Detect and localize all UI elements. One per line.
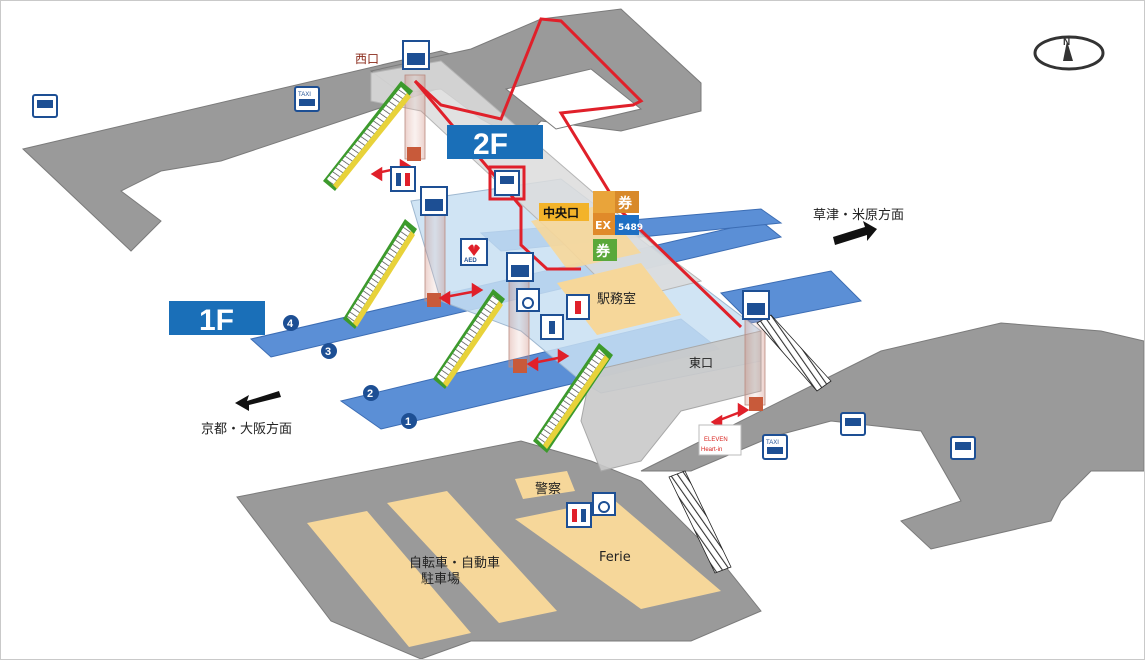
escalator-east [533,343,613,453]
wheelchair-icon [592,492,616,516]
ticket-icon: 券 [593,239,617,261]
direction-arrow-icon [833,221,877,245]
ticket-phone-icon: 5489 [615,215,643,235]
exit-central-sign: 中央口 [539,203,589,221]
elevator-car-2 [427,293,441,307]
floor-tag-1f: 1F [169,301,265,337]
elevator-shaft-east [744,318,766,406]
escalator-west [323,81,413,191]
floor-tag-2f: 2F [447,125,543,161]
restroom-icon [540,314,564,340]
stairs-east-platform [756,314,832,392]
svg-text:2F: 2F [473,128,508,161]
elevator-car-4 [749,397,763,411]
elevator-shaft-mid [424,212,446,302]
parking-label-2: 駐車場 [421,572,460,587]
escalator-2f-left [343,219,417,329]
svg-text:AED: AED [464,258,477,264]
parking-label-1: 自転車・自動車 [409,556,500,571]
ex-sign-icon: EX [593,213,615,235]
ticket-icon: 券 [615,191,639,213]
aed-icon: AED [460,238,488,266]
ticket-machine-icon [494,170,520,196]
restroom-icon [390,166,416,192]
restroom-icon [566,294,590,320]
svg-text:券: 券 [596,243,611,260]
elevator-car-3 [513,359,527,373]
taxi-icon: TAXI [762,434,788,460]
escalator-2f-center [433,289,505,389]
svg-text:中央口: 中央口 [543,205,579,220]
svg-text:券: 券 [618,195,633,212]
elevator-icon [742,290,770,320]
svg-text:2: 2 [367,388,373,400]
restroom-icon [566,502,592,528]
svg-text:ELEVEN: ELEVEN [704,437,728,443]
wheelchair-icon [516,288,540,312]
bus-icon [950,436,976,460]
platform-numbers: 1 2 3 4 [283,315,417,429]
walking-route [413,17,743,329]
svg-text:4: 4 [287,318,294,330]
police-box [515,471,575,499]
station-office-label: 駅務室 [597,291,636,307]
svg-text:Heart-in: Heart-in [701,447,722,453]
svg-text:EX: EX [595,219,612,232]
parking-lot-1 [307,511,471,647]
direction-west-label: 京都・大阪方面 [201,421,292,437]
elevator-car-1 [407,147,421,161]
taxi-icon: TAXI [294,86,320,112]
svg-text:1: 1 [405,416,411,428]
parking-lot-2 [387,491,557,623]
svg-text:TAXI: TAXI [766,440,779,446]
elevator-icon [402,40,430,70]
svg-text:3: 3 [325,346,331,358]
svg-text:5489: 5489 [618,223,643,233]
direction-arrow-icon [235,391,281,411]
ground-east-road [640,322,1144,550]
bus-icon [840,412,866,436]
ticket-machine-highlight [488,165,526,201]
exit-east-label: 東口 [689,356,713,370]
svg-text:N: N [1063,37,1070,48]
store-label: Ferie [599,550,631,565]
direction-east-label: 草津・米原方面 [813,207,904,223]
svg-text:1F: 1F [199,304,234,337]
green-window-icon [593,191,615,213]
bus-icon [32,94,58,118]
ground-north-cutout [504,68,643,130]
elevator-icon [420,186,448,216]
svg-text:TAXI: TAXI [298,92,311,98]
stairs-south [668,470,732,574]
police-label: 警察 [535,481,561,497]
convenience-store-icon: ELEVEN Heart-in [698,424,742,456]
exit-west-label: 西口 [355,52,379,66]
north-compass-icon: N [1033,35,1105,71]
elevator-icon [506,252,534,282]
